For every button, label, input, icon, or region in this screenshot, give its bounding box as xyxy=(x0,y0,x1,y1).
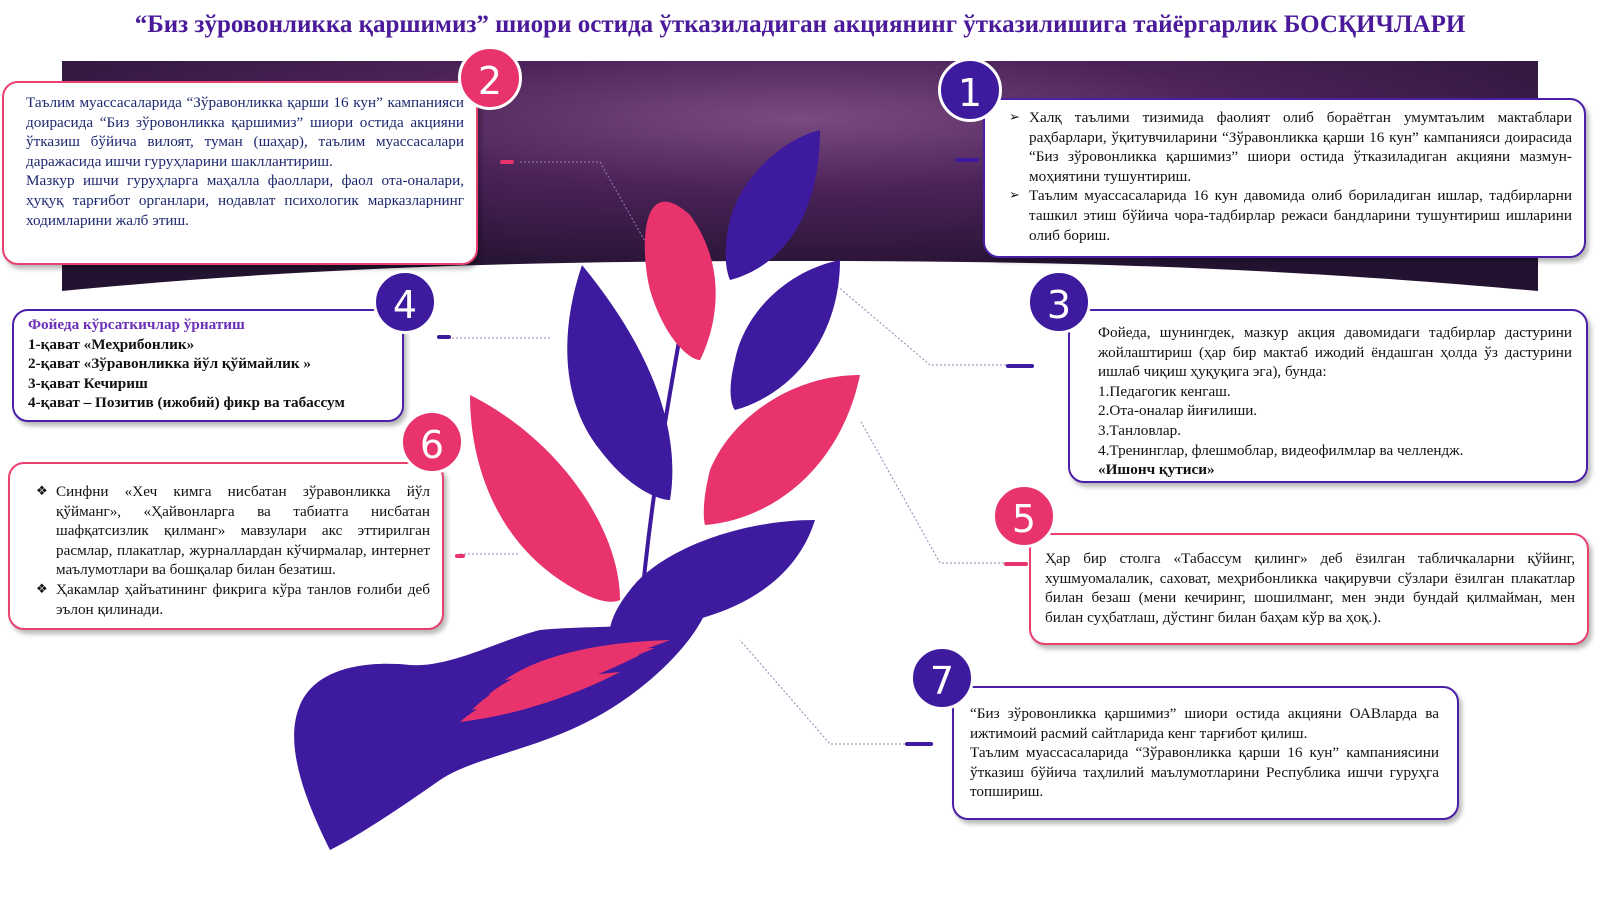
step-2-paragraph: Таълим муассасаларида “Зўравонликка қарш… xyxy=(26,94,464,170)
step-6-connector xyxy=(455,554,465,558)
step-3-line: 2.Ота-оналар йиғилиши. xyxy=(1098,402,1258,420)
step-1-badge: 1 xyxy=(938,58,1002,122)
step-7-paragraph: Таълим муассасаларида “Зўравонликка қарш… xyxy=(970,744,1439,801)
step-3-connector xyxy=(1006,364,1034,368)
step-6-list: Синфни «Хеч кимга нисбатан зўравонликка … xyxy=(36,482,430,619)
leaf xyxy=(730,260,840,410)
step-7-paragraph: “Биз зўровонликка қаршимиз” шиори остида… xyxy=(970,705,1439,742)
step-4-heading: Фойеда кўрсаткичлар ўрнатиш xyxy=(28,316,245,333)
connector-lines xyxy=(440,161,1010,745)
leaf xyxy=(470,395,620,602)
step-4-badge: 4 xyxy=(373,270,437,334)
step-7-connector xyxy=(905,742,933,746)
step-3-badge: 3 xyxy=(1027,270,1091,334)
step-4-box: Фойеда кўрсаткичлар ўрнатиш 1-қават «Меҳ… xyxy=(12,309,404,422)
step-5-connector xyxy=(1004,562,1028,566)
step-4-line: 4-қават – Позитив (ижобий) фикр ва табас… xyxy=(28,394,345,412)
leaf xyxy=(567,265,673,500)
step-4-connector xyxy=(437,335,451,339)
list-item: Таълим муассасаларида 16 кун давомида ол… xyxy=(1009,186,1572,245)
step-1-box: Халқ таълими тизимида фаолият олиб бораё… xyxy=(983,98,1586,258)
leaf xyxy=(610,520,815,630)
step-3-line: 3.Танловлар. xyxy=(1098,421,1182,439)
step-3-bold: «Ишонч қутиси» xyxy=(1098,461,1215,479)
step-3-line: 1.Педагогик кенгаш. xyxy=(1098,382,1231,400)
step-1-list: Халқ таълими тизимида фаолият олиб бораё… xyxy=(1009,108,1572,245)
step-3-intro: Фойеда, шунингдек, мазкур акция давомида… xyxy=(1098,324,1572,381)
step-2-badge: 2 xyxy=(458,46,522,110)
step-5-text: Ҳар бир столга «Табассум қилинг» деб ёзи… xyxy=(1045,550,1575,626)
step-3-line: 4.Тренинглар, флешмоблар, видеофилмлар в… xyxy=(1098,441,1464,459)
step-7-box: “Биз зўровонликка қаршимиз” шиори остида… xyxy=(952,686,1459,820)
leaf xyxy=(644,201,716,360)
leaf xyxy=(703,375,860,525)
step-4-line: 2-қават «Зўравонликка йўл қўймайлик » xyxy=(28,355,312,373)
step-6-badge: 6 xyxy=(400,410,464,474)
hand-shape xyxy=(294,598,710,850)
step-5-box: Ҳар бир столга «Табассум қилинг» деб ёзи… xyxy=(1029,533,1589,645)
step-1-connector xyxy=(955,158,979,162)
step-4-line: 1-қават «Меҳрибонлик» xyxy=(28,335,195,353)
step-4-line: 3-қават Кечириш xyxy=(28,374,148,392)
list-item: Халқ таълими тизимида фаолият олиб бораё… xyxy=(1009,108,1572,186)
step-3-box: Фойеда, шунингдек, мазкур акция давомида… xyxy=(1068,309,1588,483)
list-item: Ҳакамлар ҳайъатининг фикрига кўра танлов… xyxy=(36,580,430,619)
step-5-badge: 5 xyxy=(992,484,1056,548)
list-item: Синфни «Хеч кимга нисбатан зўравонликка … xyxy=(36,482,430,580)
step-2-paragraph: Мазкур ишчи гуруҳларга маҳалла фаоллари,… xyxy=(26,172,464,229)
step-2-box: Таълим муассасаларида “Зўравонликка қарш… xyxy=(2,81,478,265)
leaf xyxy=(725,130,820,280)
step-2-connector xyxy=(500,160,514,164)
step-6-box: Синфни «Хеч кимга нисбатан зўравонликка … xyxy=(8,462,444,630)
step-7-badge: 7 xyxy=(910,646,974,710)
page-title: “Биз зўровонликка қаршимиз” шиори остида… xyxy=(134,11,1466,38)
